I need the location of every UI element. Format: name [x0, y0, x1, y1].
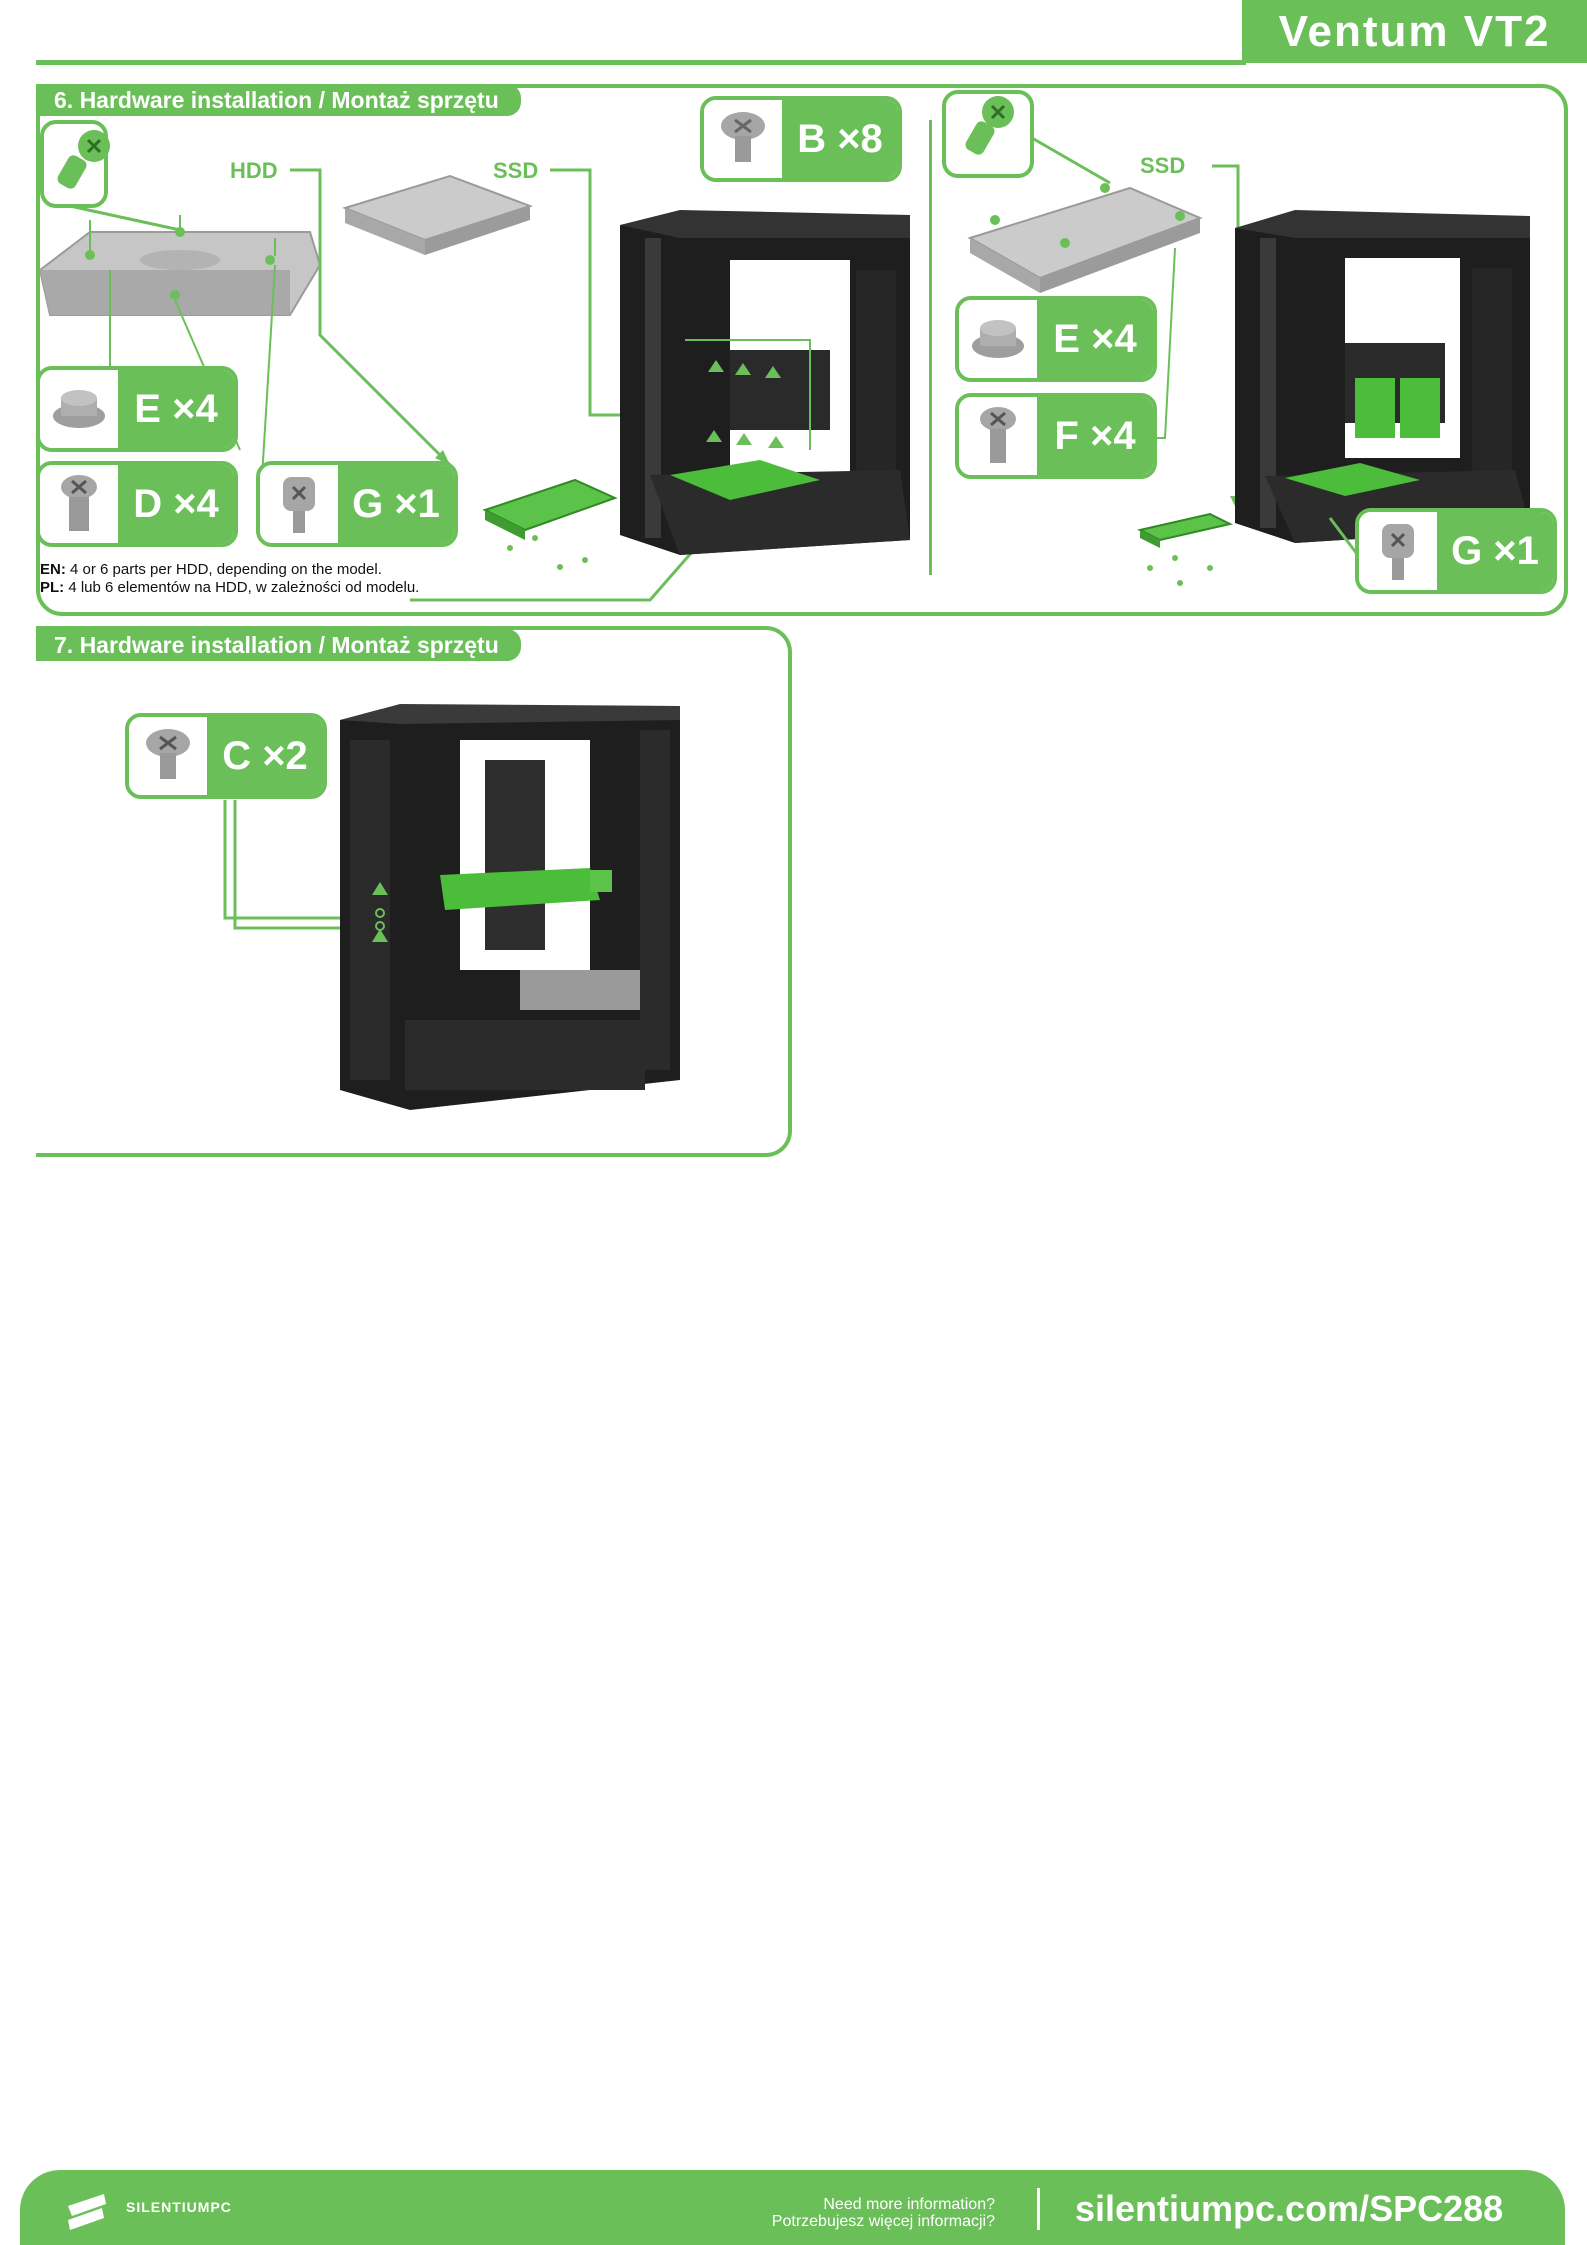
- hdd-drive: [38, 227, 322, 316]
- green-screw-icon: [57, 130, 110, 189]
- screw-b-icon: [704, 100, 782, 178]
- footer-question: Need more information? Potrzebujesz więc…: [772, 2196, 995, 2230]
- ssd-drive-right: [967, 183, 1203, 293]
- thumbscrew-g-icon: [260, 465, 338, 543]
- part-g-label-left: G ×1: [338, 465, 454, 543]
- ssd-label-left: SSD: [493, 158, 539, 183]
- note-en: EN: 4 or 6 parts per HDD, depending on t…: [40, 561, 382, 578]
- section-7-illustration: [223, 704, 680, 1110]
- section-6-title: 6. Hardware installation / Montaż sprzęt…: [36, 84, 521, 116]
- product-title: Ventum VT2: [1242, 0, 1587, 63]
- pc-case-6a: [620, 210, 910, 555]
- part-f-label: F ×4: [1037, 397, 1153, 475]
- ssd-label-right: SSD: [1140, 153, 1186, 178]
- section-6-divider: [929, 120, 932, 575]
- footer: SILENTIUMPC Need more information? Potrz…: [20, 2170, 1565, 2245]
- part-g-label-right: G ×1: [1437, 512, 1553, 590]
- green-hdd: [482, 478, 618, 570]
- standoff-e-icon: [40, 370, 118, 448]
- section-7-frame: [36, 626, 792, 1157]
- green-screw-icon-right: [965, 96, 1014, 155]
- footer-brand: SILENTIUMPC: [126, 2199, 232, 2215]
- part-g-badge-right: G ×1: [1355, 508, 1557, 594]
- silentiumpc-logo-icon: [68, 2194, 106, 2230]
- pc-case-6b: [1235, 210, 1530, 543]
- part-c-badge: C ×2: [125, 713, 327, 799]
- part-e-label-left: E ×4: [118, 370, 234, 448]
- footer-question-pl: Potrzebujesz więcej informacji?: [771, 2213, 995, 2230]
- header-rule: [36, 60, 1246, 65]
- part-g-badge-left: G ×1: [256, 461, 458, 547]
- footer-question-en: Need more information?: [823, 2196, 995, 2213]
- footer-separator: [1037, 2188, 1040, 2230]
- section-7-title: 7. Hardware installation / Montaż sprzęt…: [36, 629, 521, 661]
- section-6-frame: [36, 84, 1568, 616]
- part-e-badge-right: E ×4: [955, 296, 1157, 382]
- standoff-e-icon-right: [959, 300, 1037, 378]
- part-e-label-right: E ×4: [1037, 300, 1153, 378]
- hdd-parts-note: EN: 4 or 6 parts per HDD, depending on t…: [40, 561, 419, 597]
- part-d-badge: D ×4: [36, 461, 238, 547]
- hdd-label: HDD: [230, 158, 278, 183]
- screw-f-icon: [959, 397, 1037, 475]
- part-e-badge-left: E ×4: [36, 366, 238, 452]
- screw-d-icon: [40, 465, 118, 543]
- green-ssd-right: [1137, 512, 1233, 586]
- pc-case-7: [340, 704, 680, 1110]
- thumbscrew-g-icon-right: [1359, 512, 1437, 590]
- part-c-label: C ×2: [207, 717, 323, 795]
- part-b-badge: B ×8: [700, 96, 902, 182]
- ssd-drive: [341, 174, 534, 255]
- screw-c-icon: [129, 717, 207, 795]
- section-6-left-illustration: [38, 120, 910, 602]
- footer-url-link[interactable]: silentiumpc.com/SPC288: [1075, 2188, 1504, 2229]
- note-pl: PL: 4 lub 6 elementów na HDD, w zależnoś…: [40, 579, 420, 596]
- section-6-right-illustration: [942, 90, 1530, 586]
- part-d-label: D ×4: [118, 465, 234, 543]
- part-b-label: B ×8: [782, 100, 898, 178]
- part-f-badge: F ×4: [955, 393, 1157, 479]
